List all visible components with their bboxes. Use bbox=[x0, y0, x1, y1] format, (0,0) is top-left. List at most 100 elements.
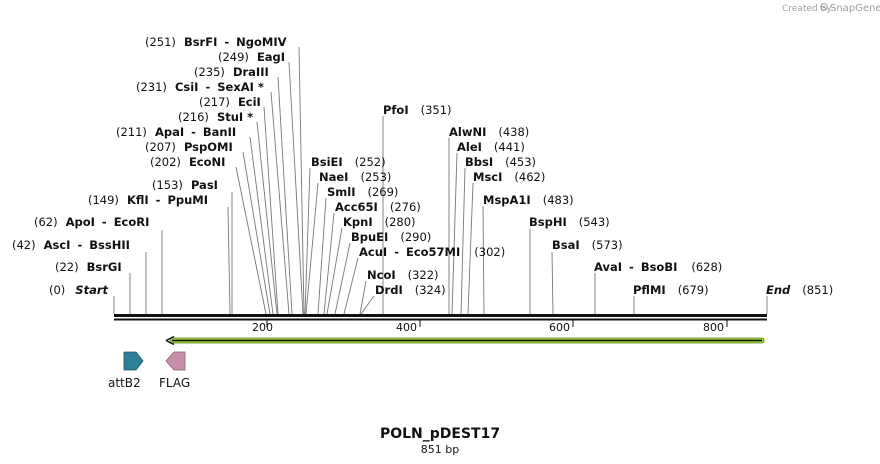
orf-arrow[interactable] bbox=[165, 335, 765, 346]
site-name-secondary: EcoRI bbox=[114, 215, 150, 229]
credit-brand: SnapGene bbox=[830, 3, 880, 14]
svg-text:AlwNI(438): AlwNI (438) bbox=[449, 125, 529, 139]
site-naei[interactable]: NaeI (253) bbox=[319, 170, 391, 184]
site-bbsi[interactable]: BbsI (453) bbox=[465, 155, 536, 169]
site-position: (573) bbox=[592, 238, 623, 252]
site-name-secondary: BanII bbox=[203, 125, 236, 139]
site-bsai[interactable]: BsaI(573) bbox=[552, 238, 623, 252]
site-bsiei[interactable]: BsiEI(252) bbox=[311, 155, 386, 169]
site-start[interactable]: (0)Start bbox=[49, 283, 109, 297]
site-apoi-ecori[interactable]: (62)ApoI-EcoRI bbox=[34, 215, 149, 229]
site-pspomi[interactable]: (207)PspOMI bbox=[145, 140, 233, 154]
site-msci[interactable]: MscI(462) bbox=[473, 170, 545, 184]
site-position: (462) bbox=[514, 170, 545, 184]
site-pasi[interactable]: (153)PasI bbox=[152, 178, 218, 192]
feature-attb2[interactable]: attB2 bbox=[108, 351, 144, 390]
site-bsrfi-ngomiv[interactable]: (251)BsrFI-NgoMIV bbox=[145, 35, 287, 49]
site-position: (211) bbox=[116, 125, 147, 139]
site-position: (324) bbox=[415, 283, 446, 297]
site-name-secondary: BsoBI bbox=[641, 260, 678, 274]
site-end[interactable]: End (851) bbox=[766, 283, 833, 297]
site-name: BspHI bbox=[529, 215, 567, 229]
site-position: (235) bbox=[194, 65, 225, 79]
site-csii-sexai[interactable]: (231)CsiI-SexAI * bbox=[136, 80, 264, 94]
svg-text:NcoI(322): NcoI (322) bbox=[367, 268, 439, 282]
credit-created-by: Created by bbox=[782, 4, 832, 14]
site-position: (290) bbox=[400, 230, 431, 244]
site-position: (851) bbox=[802, 283, 833, 297]
site-alwni[interactable]: AlwNI (438) bbox=[449, 125, 529, 139]
site-position: (322) bbox=[408, 268, 439, 282]
ruler-tick-label: 800 bbox=[703, 321, 724, 334]
site-acui-eco57mi[interactable]: AcuI-Eco57MI(302) bbox=[359, 245, 505, 259]
site-kpni[interactable]: KpnI(280) bbox=[343, 215, 416, 229]
site-position: (280) bbox=[385, 215, 416, 229]
site-name: NaeI bbox=[319, 170, 348, 184]
site-position: (202) bbox=[150, 155, 181, 169]
site-apai-banii[interactable]: (211)ApaI-BanII bbox=[116, 125, 236, 139]
site-name: CsiI bbox=[175, 80, 199, 94]
svg-text:SmlI(269): SmlI(269) bbox=[327, 185, 398, 199]
feature-label: FLAG bbox=[159, 376, 190, 390]
site-pflmi[interactable]: PflMI(679) bbox=[633, 283, 709, 297]
site-name-secondary: Eco57MI bbox=[406, 245, 460, 259]
site-alei[interactable]: AleI(441) bbox=[457, 140, 525, 154]
ruler-tick-400: 400 bbox=[396, 320, 421, 334]
feature-flag[interactable]: FLAG bbox=[159, 351, 190, 390]
site-name: End bbox=[766, 283, 791, 297]
site-name: NcoI bbox=[367, 268, 396, 282]
site-position: (0) bbox=[49, 283, 65, 297]
site-name: EciI bbox=[238, 95, 261, 109]
site-kfli-ppumi[interactable]: (149)KflI-PpuMI bbox=[88, 193, 208, 207]
site-name: BsrFI bbox=[184, 35, 217, 49]
site-position: (207) bbox=[145, 140, 176, 154]
site-mspa1i[interactable]: MspA1I (483) bbox=[483, 193, 574, 207]
svg-text:(211)ApaI-BanII: (211)ApaI-BanII bbox=[116, 125, 236, 139]
site-drdi[interactable]: DrdI (324) bbox=[375, 283, 446, 297]
site-name: MspA1I bbox=[483, 193, 531, 207]
site-ecii[interactable]: (217) EciI bbox=[199, 95, 261, 109]
site-bsphi[interactable]: BspHI (543) bbox=[529, 215, 610, 229]
svg-text:(251)BsrFI-NgoMIV: (251)BsrFI-NgoMIV bbox=[145, 35, 287, 49]
svg-text:(153)PasI: (153)PasI bbox=[152, 178, 218, 192]
site-eagi[interactable]: (249)EagI bbox=[218, 50, 285, 64]
site-bsrgi[interactable]: (22)BsrGI bbox=[55, 260, 122, 274]
site-stui[interactable]: (216)StuI * bbox=[178, 110, 253, 124]
svg-text:(22)BsrGI: (22)BsrGI bbox=[55, 260, 122, 274]
site-position: (42) bbox=[12, 238, 36, 252]
svg-text:(235)DraIII: (235)DraIII bbox=[194, 65, 269, 79]
svg-text:BspHI(543): BspHI (543) bbox=[529, 215, 610, 229]
svg-text:PflMI(679): PflMI(679) bbox=[633, 283, 709, 297]
site-name: DrdI bbox=[375, 283, 403, 297]
site-asci-bsshii[interactable]: (42)AscI-BssHII bbox=[12, 238, 130, 252]
site-position: (483) bbox=[543, 193, 574, 207]
svg-text:End(851): End (851) bbox=[766, 283, 833, 297]
site-bpuei[interactable]: BpuEI(290) bbox=[351, 230, 431, 244]
site-pfoi[interactable]: PfoI(351) bbox=[383, 103, 452, 117]
ruler-tick-200: 200 bbox=[252, 320, 273, 334]
site-name: BbsI bbox=[465, 155, 493, 169]
site-avai-bsobi[interactable]: AvaI-BsoBI(628) bbox=[594, 260, 722, 274]
site-name: BsiEI bbox=[311, 155, 343, 169]
map-length: 851 bp bbox=[421, 443, 459, 456]
site-ncoi[interactable]: NcoI (322) bbox=[367, 268, 439, 282]
svg-text:MscI(462): MscI(462) bbox=[473, 170, 545, 184]
site-name: Acc65I bbox=[335, 200, 378, 214]
site-leader-lines bbox=[113, 46, 768, 315]
site-position: (453) bbox=[505, 155, 536, 169]
site-position: (217) bbox=[199, 95, 230, 109]
site-name: KflI bbox=[127, 193, 149, 207]
site-position: (438) bbox=[498, 125, 529, 139]
svg-text:BsiEI(252): BsiEI(252) bbox=[311, 155, 386, 169]
site-name: AlwNI bbox=[449, 125, 486, 139]
site-smli[interactable]: SmlI(269) bbox=[327, 185, 398, 199]
site-position: (628) bbox=[691, 260, 722, 274]
site-draiii[interactable]: (235)DraIII bbox=[194, 65, 269, 79]
site-position: (253) bbox=[360, 170, 391, 184]
svg-text:BsaI(573): BsaI(573) bbox=[552, 238, 623, 252]
site-position: (543) bbox=[579, 215, 610, 229]
site-econi[interactable]: (202)EcoNI bbox=[150, 155, 225, 169]
site-acc65i[interactable]: Acc65I(276) bbox=[335, 200, 421, 214]
site-name: ApaI bbox=[155, 125, 184, 139]
